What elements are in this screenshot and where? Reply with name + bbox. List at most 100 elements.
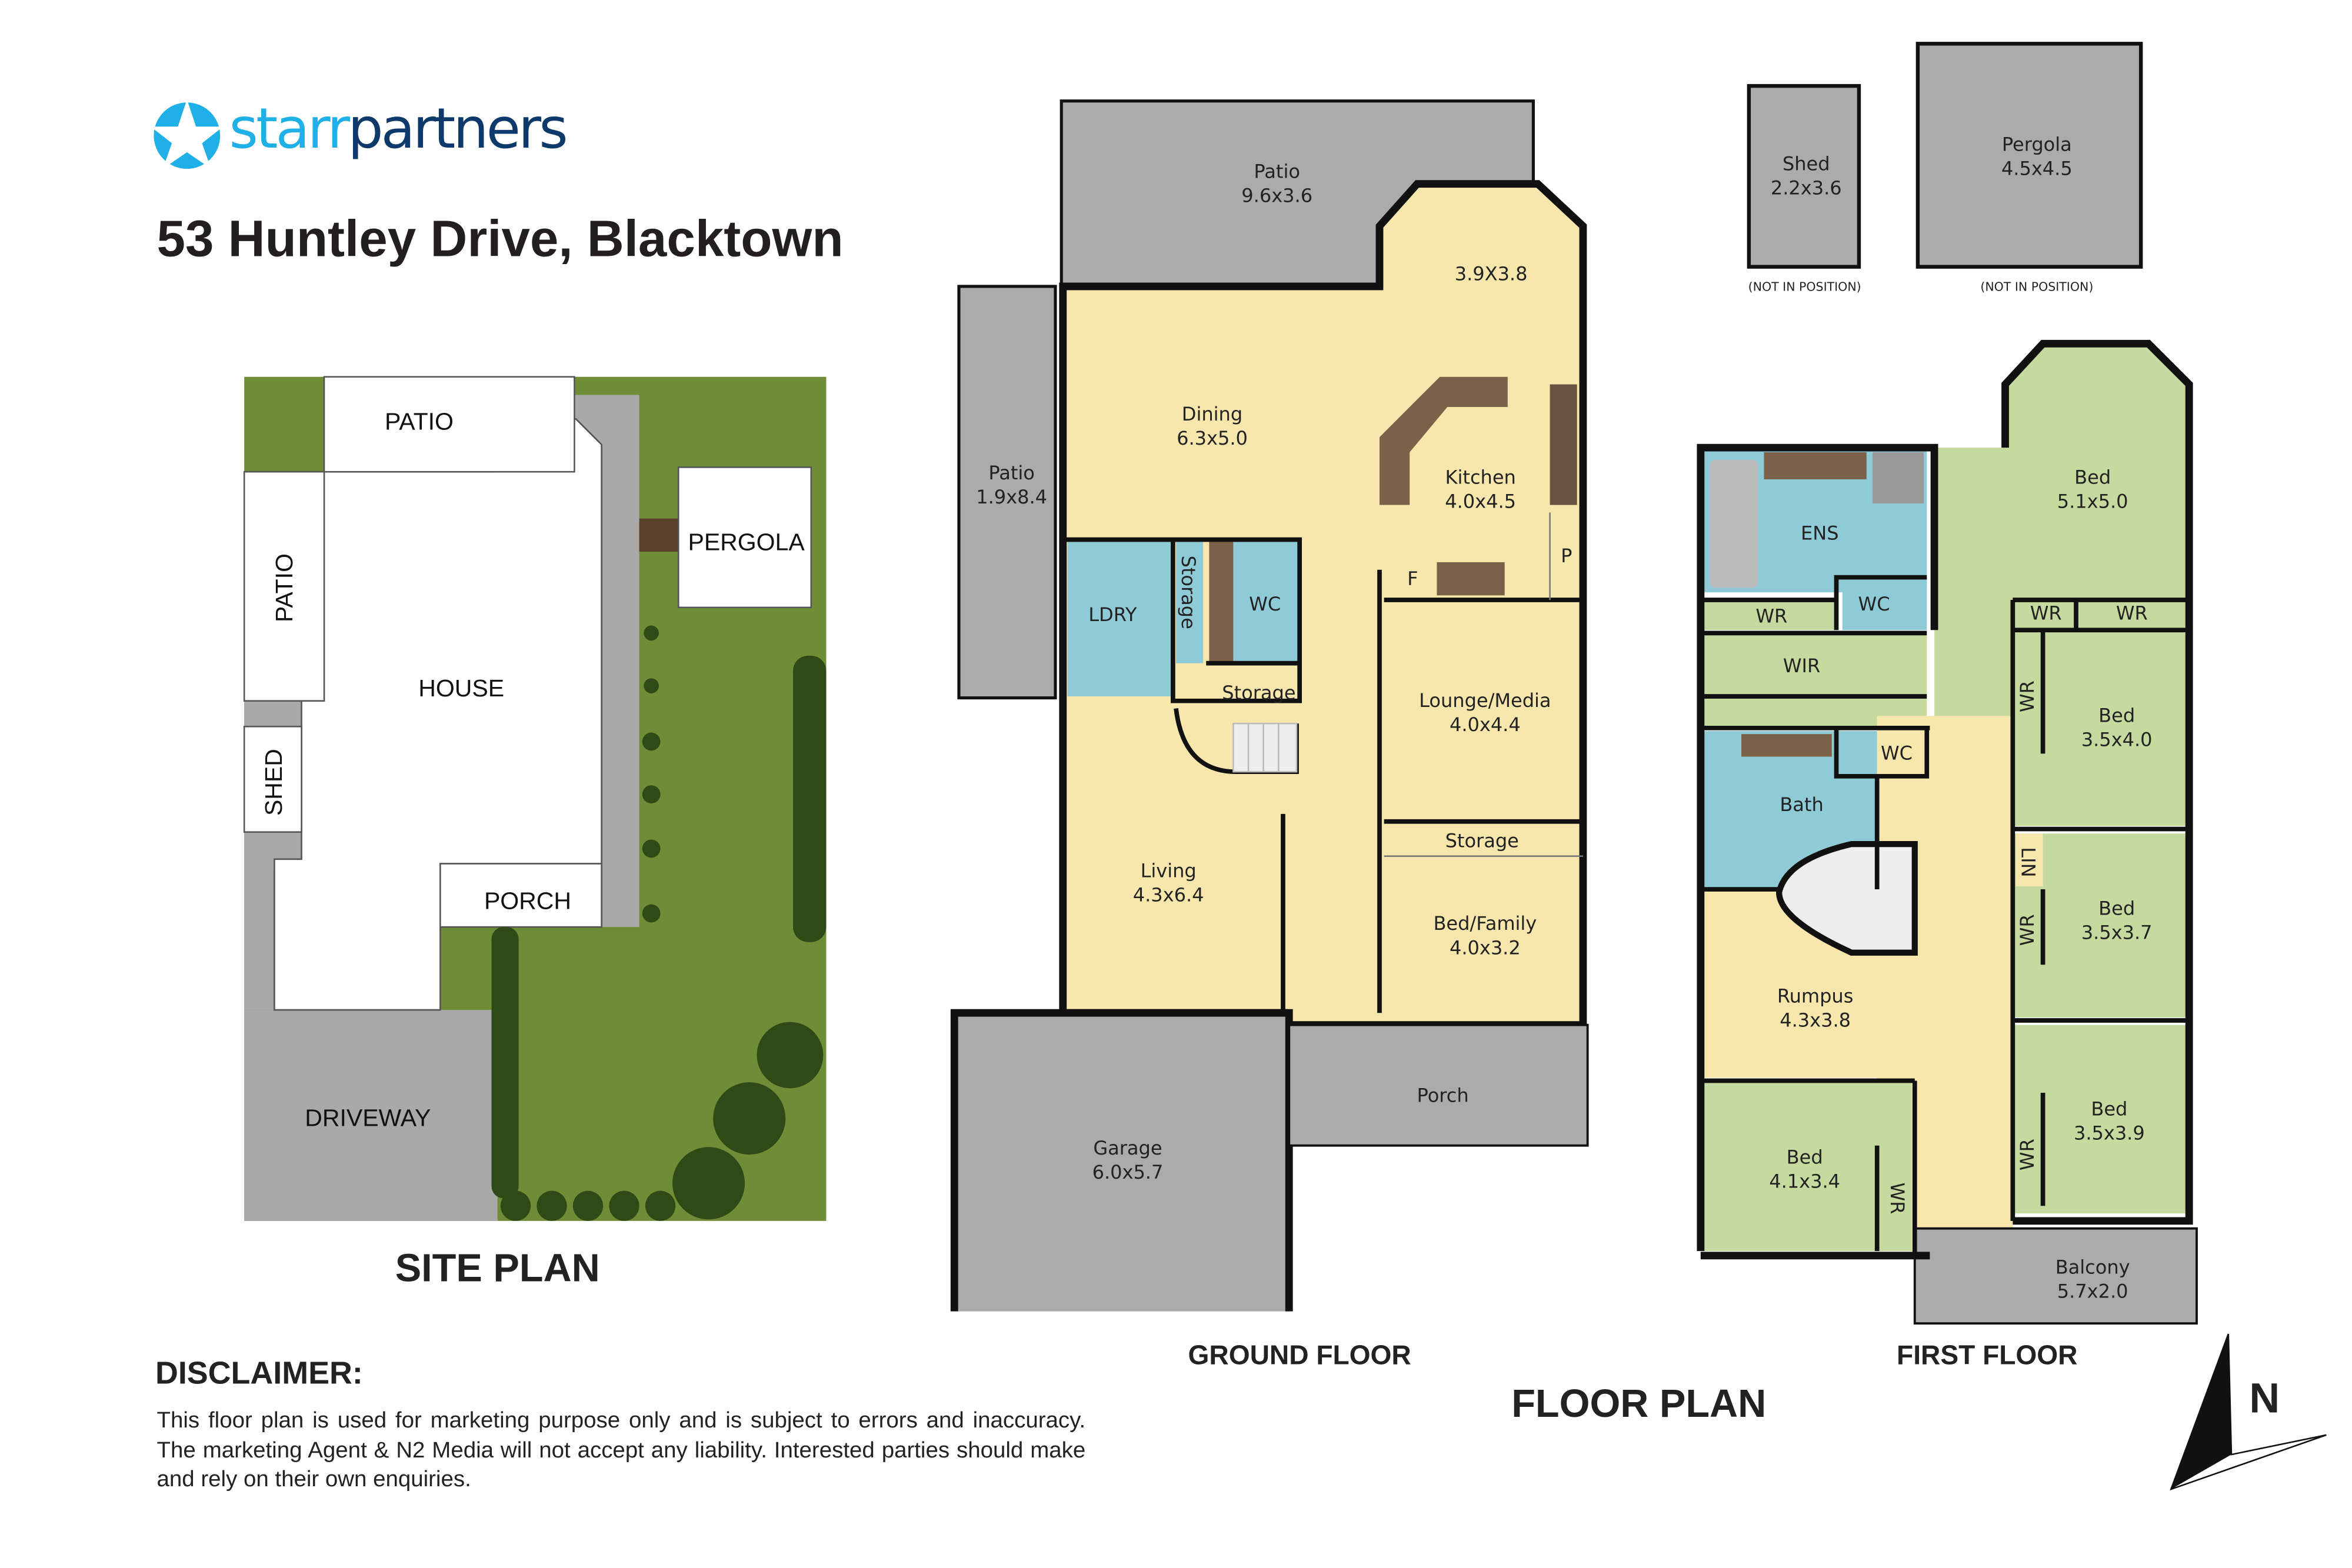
room-dims: 1.9x8.4 [976, 486, 1047, 508]
room-name: WC [1858, 593, 1890, 615]
room-name: Shed [1783, 153, 1830, 175]
room-name: Storage [1445, 829, 1519, 852]
room-name: Balcony [2055, 1256, 2130, 1279]
brand-logo: starrpartners [229, 96, 568, 162]
room-name: Dining [1182, 403, 1242, 425]
room-name: WR [1755, 605, 1787, 627]
room-dims: 4.3x3.8 [1780, 1009, 1851, 1031]
room-name: Kitchen [1445, 466, 1516, 489]
room-name: LDRY [1088, 603, 1137, 626]
shed [1747, 84, 1861, 269]
room-dims: 3.9X3.8 [1455, 263, 1528, 285]
ground-stairs [1232, 722, 1298, 773]
room-dims: 4.5x4.5 [2001, 157, 2073, 179]
room-name: WC [1249, 593, 1281, 615]
room-dims: 4.1x3.4 [1769, 1170, 1840, 1192]
storage-linen [1175, 539, 1204, 663]
patio-side [957, 285, 1057, 700]
garage [954, 1013, 1290, 1312]
room-name: Bed [1787, 1146, 1823, 1168]
first-floor-plan: ENS WC WR WIR Bath WC Bed 5.1x5.0 WR WR … [1697, 339, 2198, 1370]
room-name: Storage [1222, 682, 1295, 704]
room-dims: 6.3x5.0 [1177, 427, 1248, 449]
room-dims: 4.3x6.4 [1133, 884, 1204, 906]
room-name: Bed/Family [1433, 912, 1537, 935]
outbuildings: Shed 2.2x3.6 (NOT IN POSITION) Pergola 4… [1747, 42, 2143, 294]
room-name: WC [1881, 742, 1913, 765]
porch-ground [1288, 1023, 1589, 1147]
master-bedroom [1934, 343, 2190, 630]
fridge-marker: F [1407, 567, 1418, 589]
site-trees [491, 625, 827, 1221]
site-label-house: HOUSE [418, 675, 504, 702]
room-name: Living [1141, 860, 1197, 882]
room-name: WR [2030, 602, 2062, 624]
room-dims: 2.2x3.6 [1771, 177, 1842, 199]
room-dims: 5.7x2.0 [2057, 1280, 2128, 1303]
room-dims: 5.1x5.0 [2057, 491, 2128, 513]
room-name: Bed [2074, 466, 2111, 489]
room-name: WR [2016, 1139, 2038, 1170]
room-name: Lounge/Media [1419, 689, 1551, 712]
room-name: Patio [1254, 160, 1300, 182]
room-name: ENS [1801, 522, 1839, 544]
room-name: Patio [988, 462, 1035, 484]
wc-ensuite [1842, 577, 1927, 630]
walk-in-robe [1703, 633, 1927, 727]
room-name: LIN [2017, 847, 2040, 877]
not-in-position-note: (NOT IN POSITION) [1748, 280, 1861, 294]
room-dims: 4.0x4.5 [1445, 491, 1516, 513]
site-porch [439, 863, 602, 928]
site-label-porch: PORCH [484, 887, 571, 914]
disclaimer-heading: DISCLAIMER: [155, 1356, 363, 1392]
floor-plan-heading: FLOOR PLAN [1511, 1382, 1766, 1426]
site-pergola [677, 466, 812, 609]
room-name: Rumpus [1777, 985, 1854, 1007]
ground-floor-plan: Patio 9.6x3.6 Patio 1.9x8.4 3.9X3.8 Dini… [950, 99, 1589, 1370]
room-name: WR [2116, 602, 2148, 624]
site-plan: PATIO PATIO HOUSE SHED PORCH PERGOLA DRI… [243, 376, 827, 1290]
site-deck [639, 518, 679, 552]
room-dims: 4.0x3.2 [1450, 936, 1521, 959]
room-name: Bed [2098, 898, 2135, 920]
room-name: Bed [2098, 705, 2135, 727]
site-shed [243, 725, 302, 833]
linen [2015, 833, 2043, 886]
room-name: Storage [1177, 556, 1200, 629]
site-plan-heading: SITE PLAN [395, 1246, 600, 1290]
room-name: WR [2016, 680, 2038, 712]
disclaimer-text: This floor plan is used for marketing pu… [156, 1407, 1086, 1493]
room-name: WR [1886, 1182, 1908, 1214]
site-label-driveway: DRIVEWAY [305, 1104, 431, 1131]
kitchen-bench [1379, 376, 1508, 505]
site-driveway [244, 1010, 498, 1221]
wc-ground [1233, 539, 1300, 663]
first-floor-stairs [1775, 841, 1918, 956]
laundry [1067, 539, 1173, 697]
room-dims: 3.5x4.0 [2081, 729, 2153, 751]
north-label: N [2249, 1374, 2280, 1422]
starr-partners-star-logo-icon [151, 99, 224, 169]
room-dims: 3.5x3.9 [2074, 1122, 2145, 1144]
room-name: WIR [1783, 655, 1820, 677]
logo-text-starr: starr [229, 96, 351, 162]
balcony [1913, 1227, 2198, 1325]
property-address-title: 53 Huntley Drive, Blacktown [156, 211, 844, 269]
site-patio-side [243, 471, 325, 702]
site-label-pergola: PERGOLA [688, 528, 805, 555]
room-dims: 4.0x4.4 [1450, 713, 1521, 736]
room-name: Bed [2091, 1097, 2127, 1120]
pergola [1915, 42, 2143, 269]
north-arrow-icon: N [2170, 1333, 2327, 1491]
room-name: Garage [1093, 1137, 1162, 1159]
logo-text-partners: partners [348, 96, 568, 162]
first-floor-heading: FIRST FLOOR [1897, 1339, 2077, 1370]
room-dims: 6.0x5.7 [1092, 1161, 1164, 1183]
site-label-shed: SHED [260, 749, 287, 816]
room-dims: 9.6x3.6 [1241, 184, 1312, 206]
pantry-marker: P [1561, 545, 1572, 567]
room-name: WR [2016, 914, 2038, 946]
room-name: Bath [1780, 793, 1823, 816]
